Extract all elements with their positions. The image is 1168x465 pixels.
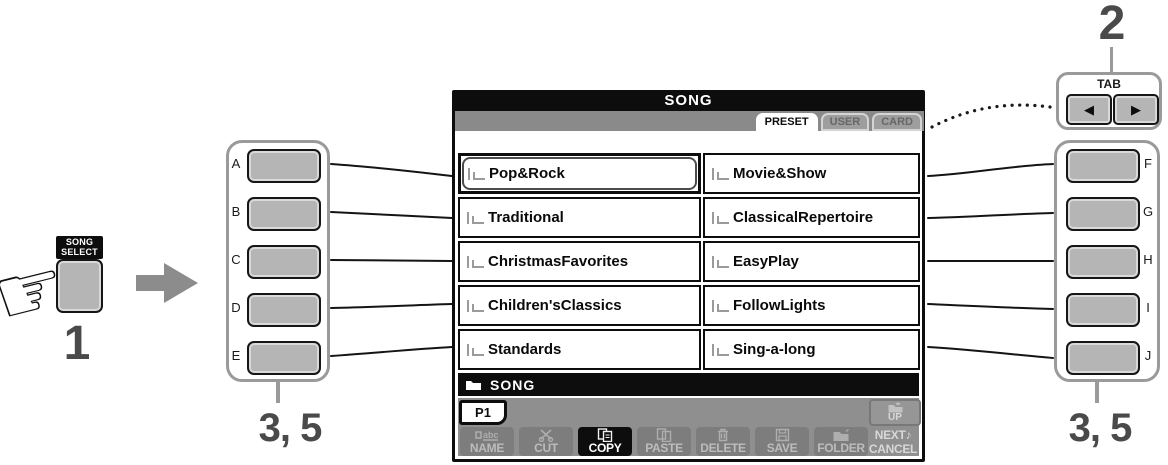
svg-text:abc: abc bbox=[483, 430, 499, 440]
menu-item-delete[interactable]: DELETE bbox=[696, 427, 750, 456]
current-folder-bar: SONG bbox=[458, 373, 919, 396]
left-panel-callout-line bbox=[276, 379, 280, 403]
button-letter-i: I bbox=[1146, 300, 1150, 315]
song-select-button[interactable] bbox=[56, 259, 103, 313]
file-slot-icon bbox=[712, 300, 729, 312]
scissors-icon bbox=[538, 429, 554, 442]
menu-item-cut[interactable]: CUT bbox=[519, 427, 573, 456]
current-folder-label: SONG bbox=[490, 376, 536, 393]
button-h[interactable] bbox=[1066, 245, 1140, 279]
button-letter-b: B bbox=[231, 204, 241, 219]
button-a[interactable] bbox=[247, 149, 321, 183]
step-number-3-5-left: 3, 5 bbox=[258, 406, 323, 450]
button-c[interactable] bbox=[247, 245, 321, 279]
menu-item-up[interactable]: UP bbox=[869, 399, 921, 426]
tab-panel-title: TAB bbox=[1097, 77, 1121, 91]
button-i[interactable] bbox=[1066, 293, 1140, 327]
tab-left-button[interactable]: ◀ bbox=[1066, 94, 1112, 125]
button-letter-d: D bbox=[231, 300, 241, 315]
list-item[interactable]: EasyPlay bbox=[703, 241, 920, 282]
menu-item-copy[interactable]: COPY bbox=[578, 427, 632, 456]
button-letter-g: G bbox=[1142, 204, 1154, 219]
menu-item-save[interactable]: SAVE bbox=[755, 427, 809, 456]
screen-title: SONG bbox=[664, 92, 713, 109]
button-letter-f: F bbox=[1144, 156, 1152, 171]
button-letter-e: E bbox=[231, 348, 241, 363]
step-number-3-5-right: 3, 5 bbox=[1068, 406, 1133, 450]
folder-icon bbox=[466, 381, 481, 390]
list-item[interactable]: Movie&Show bbox=[703, 153, 920, 194]
trash-icon bbox=[718, 428, 728, 442]
paste-pages-icon bbox=[656, 428, 672, 442]
folder-up-icon bbox=[888, 402, 902, 413]
step-number-2: 2 bbox=[1098, 0, 1126, 50]
button-f[interactable] bbox=[1066, 149, 1140, 183]
list-item[interactable]: Standards bbox=[458, 329, 701, 370]
screen-tabbar: PRESET USER CARD bbox=[455, 111, 924, 131]
button-letter-j: J bbox=[1144, 348, 1152, 363]
tab-card[interactable]: CARD bbox=[872, 113, 922, 131]
button-d[interactable] bbox=[247, 293, 321, 327]
button-e[interactable] bbox=[247, 341, 321, 375]
dotted-link-line bbox=[930, 103, 1052, 129]
step2-callout-line bbox=[1110, 47, 1113, 72]
button-b[interactable] bbox=[247, 197, 321, 231]
menu-item-name[interactable]: abc NAME bbox=[460, 427, 514, 456]
file-slot-icon bbox=[712, 168, 729, 180]
button-letter-h: H bbox=[1143, 252, 1153, 267]
file-slot-icon bbox=[468, 168, 485, 180]
file-slot-icon bbox=[712, 212, 729, 224]
file-slot-icon bbox=[467, 256, 484, 268]
list-item[interactable]: Children'sClassics bbox=[458, 285, 701, 326]
menu-item-folder[interactable]: FOLDER bbox=[814, 427, 868, 456]
file-slot-icon bbox=[467, 212, 484, 224]
list-item[interactable]: Sing-a-long bbox=[703, 329, 920, 370]
page-tab-p1[interactable]: P1 bbox=[459, 400, 507, 425]
button-g[interactable] bbox=[1066, 197, 1140, 231]
tab-right-button[interactable]: ▶ bbox=[1113, 94, 1159, 125]
tab-user[interactable]: USER bbox=[820, 113, 870, 131]
name-abc-icon: abc bbox=[475, 430, 499, 441]
tab-preset[interactable]: PRESET bbox=[755, 113, 818, 131]
menu-item-paste[interactable]: PASTE bbox=[637, 427, 691, 456]
list-item[interactable]: ClassicalRepertoire bbox=[703, 197, 920, 238]
button-j[interactable] bbox=[1066, 341, 1140, 375]
button-letter-c: C bbox=[231, 252, 241, 267]
step-number-1: 1 bbox=[63, 317, 91, 370]
flow-arrow-icon bbox=[136, 263, 198, 303]
file-slot-icon bbox=[712, 344, 729, 356]
file-slot-icon bbox=[712, 256, 729, 268]
list-item[interactable]: Pop&Rock bbox=[458, 153, 701, 194]
button-letter-a: A bbox=[231, 156, 241, 171]
list-item[interactable]: Traditional bbox=[458, 197, 701, 238]
floppy-icon bbox=[775, 428, 789, 442]
song-select-label: SONG SELECT bbox=[56, 236, 103, 259]
file-slot-icon bbox=[467, 344, 484, 356]
tab-panel: TAB ◀ ▶ bbox=[1056, 72, 1162, 130]
right-panel-callout-line bbox=[1095, 379, 1099, 403]
list-item[interactable]: FollowLights bbox=[703, 285, 920, 326]
list-item[interactable]: ChristmasFavorites bbox=[458, 241, 701, 282]
menu-item-next-cancel[interactable]: NEXT♪ CANCEL bbox=[868, 428, 918, 456]
copy-pages-icon bbox=[597, 428, 613, 442]
folder-icon bbox=[833, 429, 849, 441]
file-slot-icon bbox=[467, 300, 484, 312]
